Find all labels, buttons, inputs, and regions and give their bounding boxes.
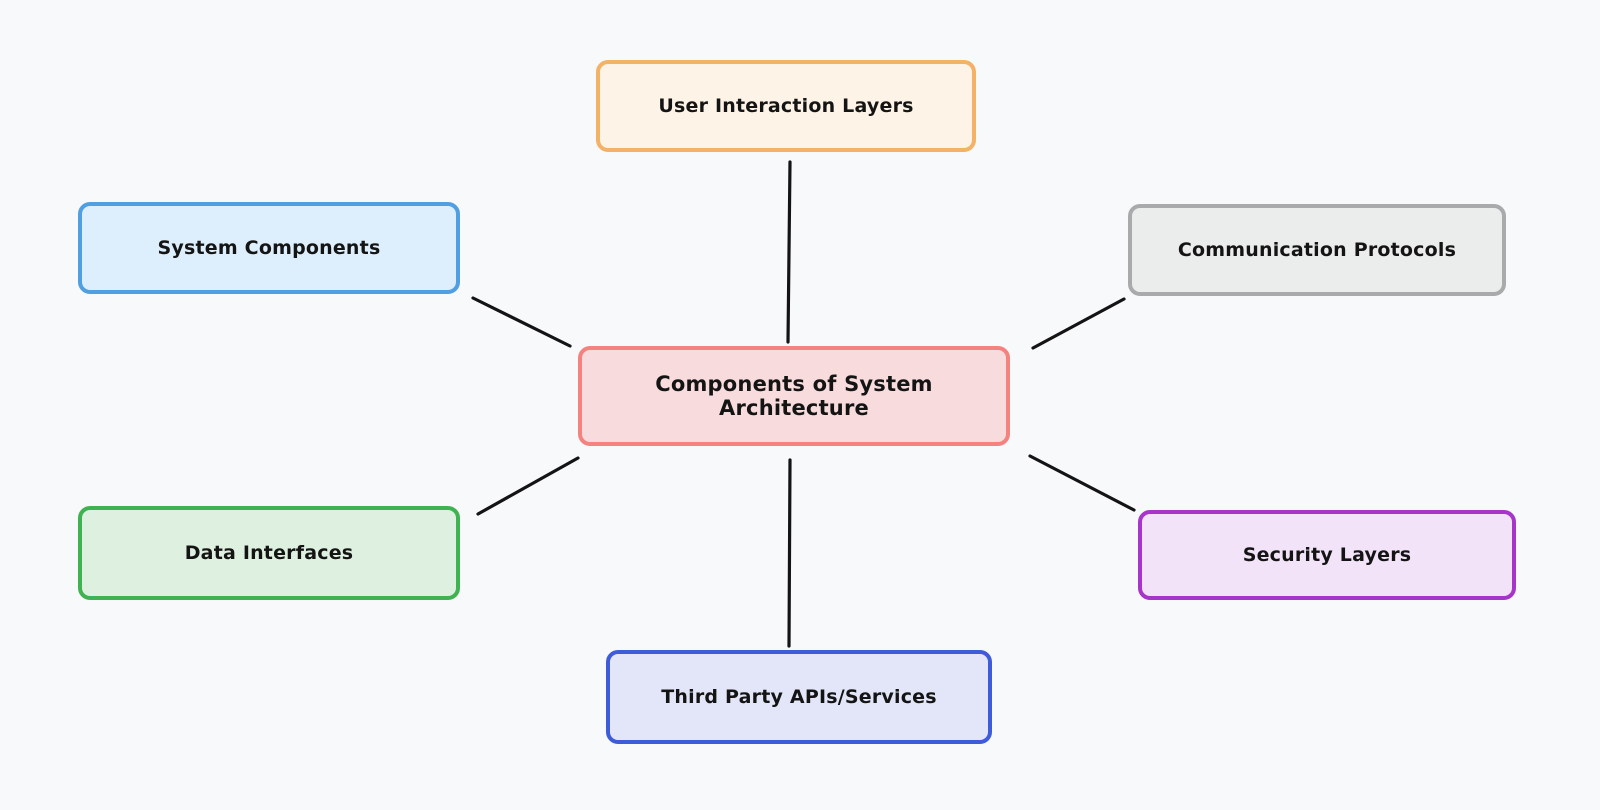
edge-center-to-system-components <box>471 296 572 348</box>
edge-center-to-third-party-apis <box>787 458 792 648</box>
node-communication-protocols[interactable]: Communication Protocols <box>1128 204 1506 296</box>
node-label: Data Interfaces <box>184 542 354 564</box>
node-security-layers[interactable]: Security Layers <box>1138 510 1516 600</box>
node-label: Communication Protocols <box>1177 239 1457 261</box>
node-data-interfaces[interactable]: Data Interfaces <box>78 506 460 600</box>
node-system-components[interactable]: System Components <box>78 202 460 294</box>
node-label: Third Party APIs/Services <box>661 686 937 708</box>
node-label: User Interaction Layers <box>658 95 914 117</box>
node-label: Components of System Architecture <box>655 372 933 420</box>
node-components-of-system-architecture[interactable]: Components of System Architecture <box>578 346 1010 446</box>
edge-center-to-security-layers <box>1028 454 1136 512</box>
node-user-interaction-layers[interactable]: User Interaction Layers <box>596 60 976 152</box>
edge-center-to-data-interfaces <box>476 456 580 516</box>
edge-center-to-communication-protocols <box>1031 297 1126 350</box>
node-label: System Components <box>157 237 381 259</box>
node-label: Security Layers <box>1242 544 1412 566</box>
node-third-party-apis-services[interactable]: Third Party APIs/Services <box>606 650 992 744</box>
edge-center-to-user-interaction-layers <box>786 160 792 344</box>
